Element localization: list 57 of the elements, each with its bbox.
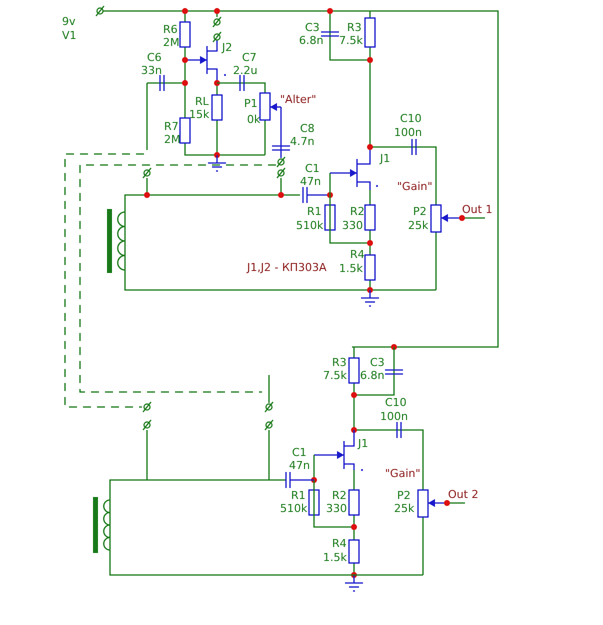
part-value: 25k — [394, 502, 414, 515]
part-value: 47n — [289, 459, 310, 472]
part-name: R4 — [332, 537, 347, 550]
part-name: R1 — [307, 205, 322, 218]
part-name: RL — [195, 95, 209, 108]
part-name: P1 — [244, 97, 258, 110]
part-name: R1 — [291, 489, 306, 502]
part-value: 1.5k — [339, 262, 363, 275]
part-name: J2 — [222, 41, 232, 54]
part-name: V1 — [62, 29, 77, 42]
part-value: 2M — [164, 133, 180, 146]
part-name: C1 — [305, 162, 320, 175]
part-value: 25k — [408, 219, 428, 232]
part-name: P2 — [413, 205, 427, 218]
part-name: R3 — [347, 21, 362, 34]
part-value: 510k — [296, 219, 324, 232]
part-value: 9v — [62, 15, 76, 28]
part-value: 0k — [247, 113, 260, 126]
part-name: J1 — [358, 437, 368, 450]
part-name: C10 — [385, 396, 407, 409]
part-name: J1 — [380, 152, 390, 165]
part-value: 33n — [141, 64, 162, 77]
part-name: R2 — [332, 489, 347, 502]
part-name: P2 — [397, 489, 411, 502]
part-value: 47n — [300, 175, 321, 188]
part-name: C7 — [242, 51, 257, 64]
part-value: 7.5k — [323, 369, 347, 382]
note-text: "Alter" — [280, 93, 316, 106]
part-value: 1.5k — [323, 551, 347, 564]
part-value: 100n — [380, 410, 408, 423]
note-text: "Gain" — [385, 467, 420, 480]
part-value: 510k — [280, 502, 308, 515]
part-value: 100n — [394, 126, 422, 139]
part-name: C1 — [292, 446, 307, 459]
part-name: R3 — [332, 356, 347, 369]
note-text: "Gain" — [397, 180, 432, 193]
part-value: 7.5k — [339, 34, 363, 47]
part-name: R7 — [164, 120, 179, 133]
part-value: 6.8n — [299, 34, 324, 47]
part-name: R2 — [350, 205, 365, 218]
output-label: Out 1 — [462, 203, 492, 216]
part-name: C3 — [305, 21, 320, 34]
part-name: C8 — [300, 122, 315, 135]
part-value: 4.7n — [290, 135, 314, 148]
part-value: 2M — [163, 36, 180, 49]
part-value: 6.8n — [360, 369, 384, 382]
part-value: 2.2u — [233, 64, 258, 77]
part-name: C3 — [370, 356, 385, 369]
part-value: 330 — [342, 219, 363, 232]
part-name: C6 — [147, 51, 162, 64]
part-name: C10 — [400, 112, 422, 125]
output-label: Out 2 — [448, 488, 478, 501]
note-text: J1,J2 - КП303А — [247, 261, 327, 274]
part-name: R6 — [163, 23, 178, 36]
part-name: R4 — [350, 248, 365, 261]
part-value: 330 — [326, 502, 347, 515]
part-value: 15k — [189, 108, 210, 121]
